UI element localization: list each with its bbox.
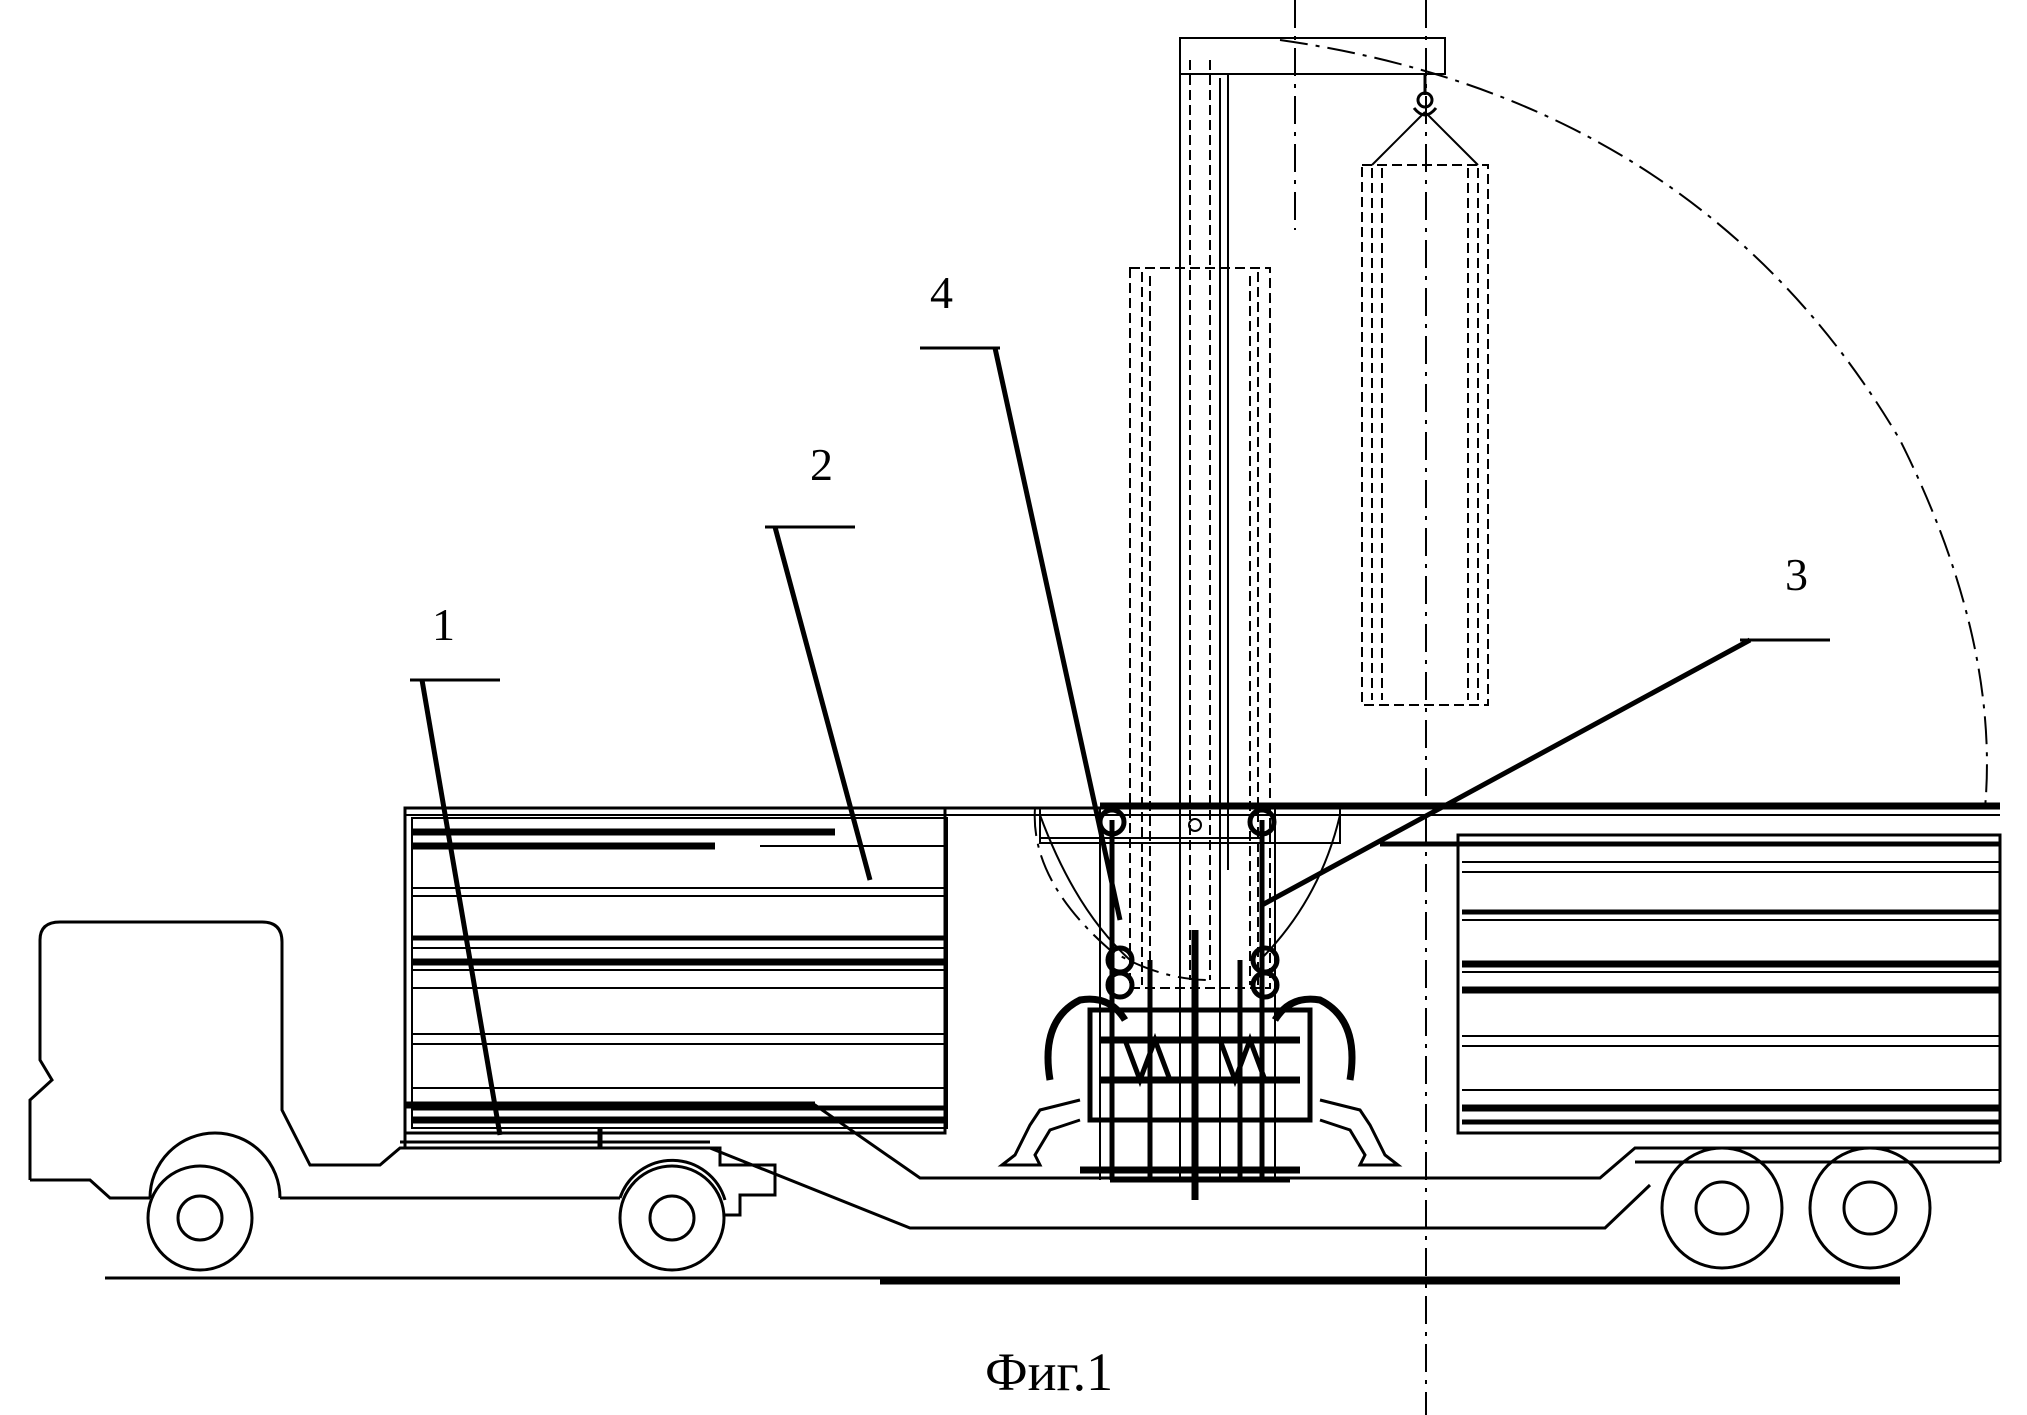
callout-1: 1 bbox=[410, 599, 500, 1135]
deck-beam bbox=[405, 806, 2000, 844]
callout-4: 4 bbox=[920, 267, 1120, 920]
trailer-wheel-1 bbox=[1662, 1148, 1782, 1268]
callout-3: 3 bbox=[1262, 549, 1830, 905]
callout-4-label: 4 bbox=[930, 267, 953, 318]
fifth-wheel bbox=[400, 1128, 710, 1148]
callout-2-label: 2 bbox=[810, 439, 833, 490]
figure-caption: Фиг.1 bbox=[985, 1342, 1113, 1402]
right-cargo-stack bbox=[1458, 835, 2000, 1133]
ground-line bbox=[105, 1278, 1900, 1281]
left-stabilizer bbox=[1002, 1100, 1080, 1165]
truck-cab bbox=[30, 922, 775, 1215]
trailer-wheel-2 bbox=[1810, 1148, 1930, 1268]
telescopic-sleeve bbox=[1130, 268, 1270, 988]
axis-lines bbox=[1295, 0, 1426, 1415]
right-stabilizer bbox=[1320, 1100, 1398, 1165]
front-wheel bbox=[148, 1166, 252, 1270]
callout-2: 2 bbox=[765, 439, 870, 880]
callout-1-label: 1 bbox=[432, 599, 455, 650]
tractor-rear-wheel bbox=[620, 1166, 724, 1270]
rotor-assembly bbox=[1048, 930, 1352, 1200]
callout-3-label: 3 bbox=[1785, 549, 1808, 600]
